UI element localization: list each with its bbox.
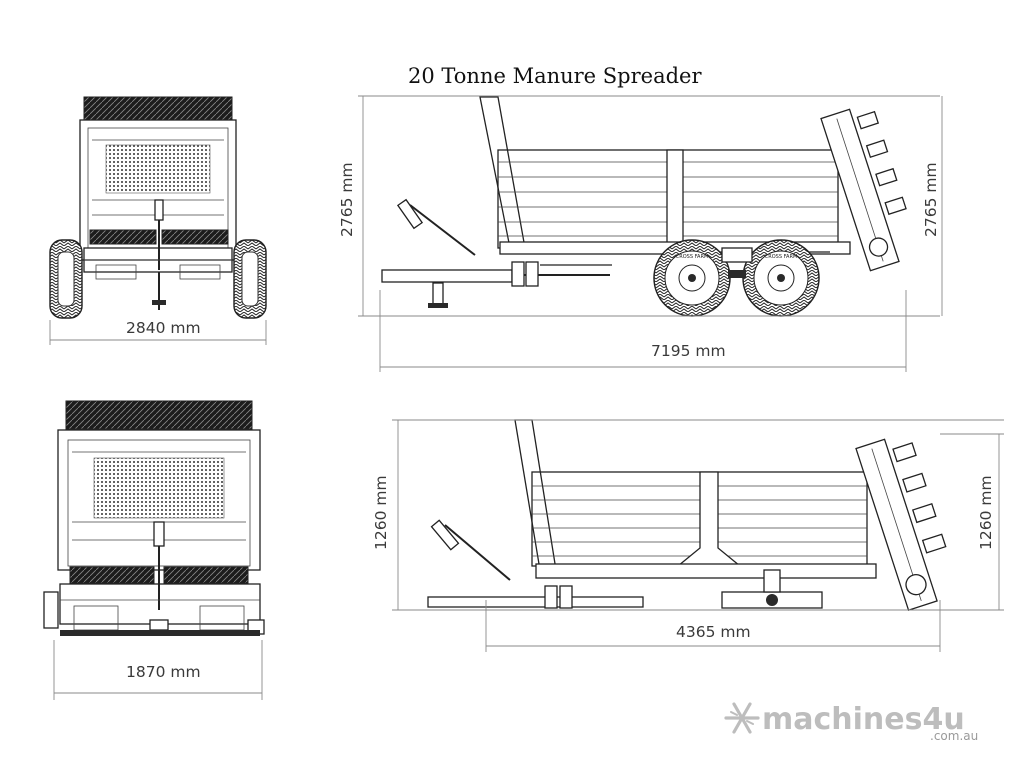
dimension-front-width-bottom: 1870 mm	[53, 640, 263, 700]
front-view-loaded	[49, 96, 267, 319]
logo-domain: .com.au	[930, 729, 978, 743]
front-view-compact	[43, 400, 265, 636]
height-bottom-left-label: 1260 mm	[372, 475, 390, 550]
side-length-bottom-label: 4365 mm	[676, 623, 751, 641]
tyre-text-rear: CROSS FARM	[765, 254, 797, 260]
height-bottom-right-label: 1260 mm	[977, 475, 995, 550]
machines4u-logo: machines4u .com.au	[724, 702, 978, 743]
front-width-bottom-label: 1870 mm	[126, 663, 201, 681]
side-length-top-label: 7195 mm	[651, 342, 726, 360]
drawing-title: 20 Tonne Manure Spreader	[408, 64, 702, 88]
logo-text: machines4u	[762, 702, 965, 737]
side-view-compact	[427, 419, 947, 612]
dimension-front-width-top: 2840 mm	[49, 319, 267, 345]
height-top-left-label: 2765 mm	[338, 162, 356, 237]
tyre-text-front: CROSS FARM	[676, 254, 708, 260]
front-width-top-label: 2840 mm	[126, 319, 201, 337]
snowflake-star-icon	[724, 702, 760, 734]
height-top-right-label: 2765 mm	[922, 162, 940, 237]
dimension-side-top: 2765 mm 2765 mm 7195 mm	[338, 95, 943, 372]
side-view-loaded: CROSS FARM CROSS FARM	[381, 96, 907, 317]
dimension-side-bottom: 1260 mm 1260 mm 4365 mm	[372, 419, 1004, 652]
